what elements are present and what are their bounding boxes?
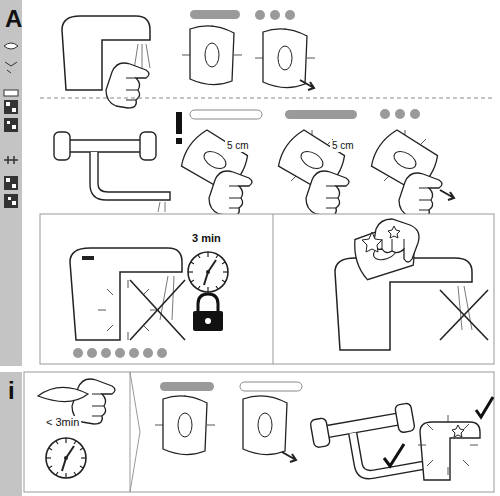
section-letter: A (3, 6, 24, 32)
info-icon: i (6, 378, 17, 404)
time-label: 3 min (190, 232, 223, 245)
distance-label: 5 cm (330, 140, 356, 152)
distance-label: 5 cm (225, 140, 251, 152)
time-label: < 3min (44, 416, 81, 429)
